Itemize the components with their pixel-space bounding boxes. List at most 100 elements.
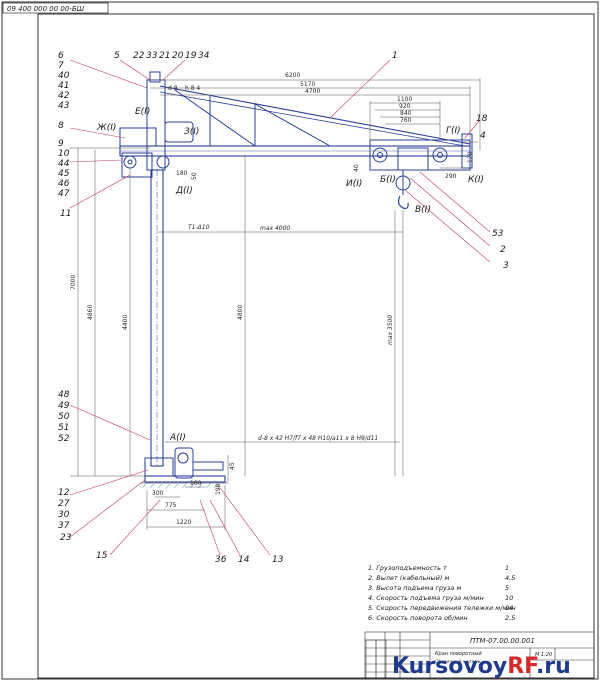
spec-value-4: 10 [505,594,513,602]
callout-4: 4 [480,131,486,141]
dim-920: 920 [399,103,411,110]
dim-1100: 1100 [397,96,412,103]
dim-5170: 5170 [300,81,315,88]
dim-7000: 7000 [70,275,77,290]
callout-21: 21 [159,51,170,61]
title-scale: М 1:20 [535,652,552,658]
callout-36: 36 [215,555,227,565]
dim-290: 290 [445,173,457,180]
callout-numbers: 6 7 40 41 42 43 5 22 33 21 20 19 34 1 8 … [58,51,509,565]
dim-4800: 4800 [237,305,244,320]
callout-42: 42 [58,91,70,101]
callout-34: 34 [198,51,210,61]
dim-1220: 1220 [176,519,191,526]
dim-4860: 4860 [87,305,94,320]
callout-6: 6 [58,51,64,61]
crane-structure [119,71,473,483]
thread-note: T1-Δ10 [188,224,210,231]
spec-label-2: 2. Вылет (кабельный) м [368,574,450,582]
tech-specs: 1. Грузоподъемность т 1 2. Вылет (кабель… [368,564,516,622]
view-z: З(I) [184,127,199,137]
callout-5: 5 [114,51,120,61]
callout-48: 48 [58,390,70,400]
callout-3: 3 [503,261,509,271]
view-k: К(I) [468,175,484,185]
spec-value-6: 2,5 [505,614,515,622]
foundation-hatch [140,482,228,489]
dim-40: 40 [353,164,360,172]
callout-49: 49 [58,401,70,411]
dim-300: 300 [152,490,164,497]
spec-value-1: 1 [505,564,509,572]
trolley [369,139,471,210]
view-i: И(I) [346,179,362,189]
view-g: Г(I) [446,126,461,136]
callout-46: 46 [58,179,70,189]
watermark: KursovoyRF.ru [392,654,571,679]
dim-max3500: max 3500 [387,315,394,345]
callout-22: 22 [133,51,145,61]
tie-rod [159,85,471,145]
title-code: ПТМ-07.00.00.001 [470,637,535,645]
callout-41: 41 [58,81,69,91]
view-a: А(I) [169,433,186,443]
callout-51: 51 [58,423,69,433]
view-labels: E(I) Ж(I) З(I) Д(I) Г(I) К(I) Б(I) И(I) … [96,107,484,443]
title-name: Кран поворотный [435,651,482,657]
callout-44: 44 [58,159,70,169]
callout-15: 15 [96,551,108,561]
spec-label-4: 4. Скорость подъема груза м/мин [368,594,484,602]
dim-4700: 4700 [305,88,320,95]
callout-27: 27 [58,499,70,509]
side-stamp [365,639,387,679]
sheet-frame [37,13,595,679]
callout-43: 43 [58,101,70,111]
slewing-drive [144,447,224,479]
callout-leaders [69,59,491,556]
spec-value-3: 5 [505,584,509,592]
callout-18: 18 [476,114,488,124]
view-e: E(I) [135,107,150,117]
callout-40: 40 [58,71,70,81]
callout-53: 53 [492,229,504,239]
view-d: Д(I) [175,186,193,196]
callout-14: 14 [238,555,250,565]
callout-37: 37 [58,521,70,531]
spec-value-5: 24 [505,604,513,612]
callout-13: 13 [272,555,284,565]
top-left-stamp: 09 400 000 00 00-БШ [2,2,109,14]
spec-label-5: 5. Скорость передвижения тележки м/мин [368,604,516,612]
dim-50: 50 [191,172,198,180]
view-b: Б(I) [380,175,396,185]
dim-45: 45 [229,462,236,470]
spec-label-6: 6. Скорость поворота об/мин [368,614,468,622]
callout-19: 19 [185,51,197,61]
spec-value-2: 4,5 [505,574,515,582]
view-zh: Ж(I) [96,123,116,133]
dim-775: 775 [165,502,177,509]
callout-10: 10 [58,149,70,159]
dim-180: 180 [176,170,188,177]
dimension-lines [70,78,481,530]
callout-8: 8 [58,121,64,131]
callout-11: 11 [60,209,71,219]
dim-pulley: d 8 [168,85,178,92]
dimension-texts: 6200 5170 4700 1100 920 840 760 max 4000… [70,72,474,526]
stamp-text: 09 400 000 00 00-БШ [7,5,85,13]
callout-52: 52 [58,434,70,444]
dim-160: 160 [190,480,202,487]
callout-2: 2 [500,245,506,255]
callout-45: 45 [58,169,70,179]
dim-840: 840 [400,110,412,117]
callout-23: 23 [60,533,72,543]
view-v: В(I) [415,205,431,215]
spline-note: d-8 x 42 H7/f7 x 48 H10/a11 x 8 H9/d11 [258,435,378,442]
callout-30: 30 [58,510,70,520]
dim-190: 190 [215,483,222,495]
watermark-kursovoy: KursovoyRF.ru [392,654,571,679]
dim-120: 120 [467,151,474,163]
spec-label-3: 3. Высота подъема груза м [368,584,461,592]
callout-9: 9 [58,139,64,149]
